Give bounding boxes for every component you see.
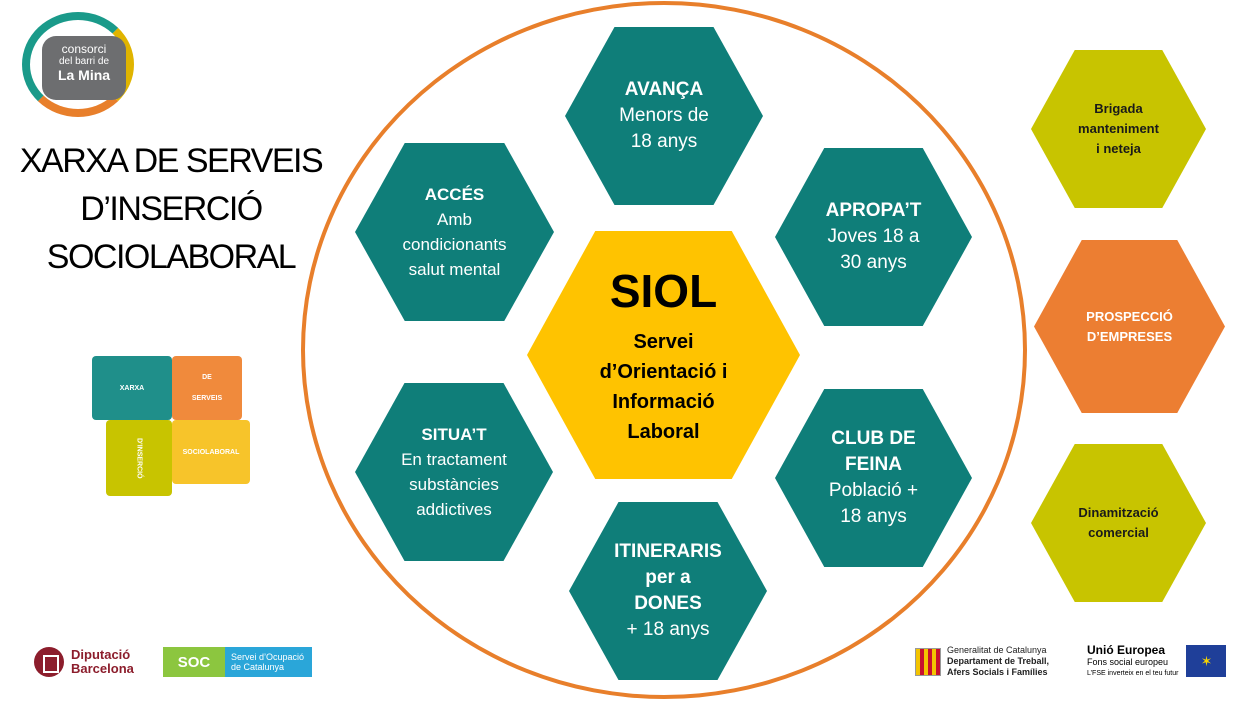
page-title: XARXA DE SERVEIS D’INSERCIÓ SOCIOLABORAL bbox=[6, 137, 336, 281]
club-title-1: CLUB DE bbox=[831, 428, 916, 449]
consorci-logo-box: consorci del barri de La Mina bbox=[42, 36, 126, 100]
generalitat-emblem-icon bbox=[915, 647, 941, 676]
puzzle-label-sociolaboral: SOCIOLABORAL bbox=[182, 448, 240, 456]
itineraris-title-1: ITINERARIS bbox=[614, 541, 722, 562]
puzzle-illustration: XARXA DE SERVEIS D'INSERCIÓ SOCIOLABORAL bbox=[88, 352, 254, 498]
eu-line-1: Unió Europea bbox=[1087, 643, 1166, 657]
eu-line-3: L’FSE inverteix en el teu futur bbox=[1087, 670, 1179, 677]
club-line-2: 18 anys bbox=[840, 506, 907, 527]
soc-logo: SOC Servei d’Ocupació de Catalunya bbox=[163, 647, 313, 677]
apropat-title: APROPA’T bbox=[825, 200, 922, 221]
siol-title: SIOL bbox=[609, 265, 718, 317]
situat-line-3: addictives bbox=[416, 500, 492, 519]
puzzle-label-insercio: D'INSERCIÓ bbox=[135, 437, 143, 479]
soc-line-1: Servei d’Ocupació bbox=[231, 652, 305, 662]
hex-dinamitzacio: Dinamització comercial bbox=[1031, 444, 1206, 602]
diputacio-logo: Diputació Barcelona bbox=[34, 647, 134, 677]
siol-line-1: Servei bbox=[633, 331, 694, 353]
generalitat-logo: Generalitat de Catalunya Departament de … bbox=[915, 645, 1049, 678]
soc-box: SOC Servei d’Ocupació de Catalunya bbox=[163, 647, 313, 677]
diputacio-line-2: Barcelona bbox=[71, 661, 134, 676]
apropat-line-2: 30 anys bbox=[840, 252, 907, 273]
eu-text: Unió Europea Fons social europeu L’FSE i… bbox=[1087, 643, 1178, 679]
title-line-3: SOCIOLABORAL bbox=[46, 238, 297, 276]
logo-line-3: La Mina bbox=[57, 67, 111, 83]
apropat-line-1: Joves 18 a bbox=[827, 226, 920, 247]
puzzle-piece-xarxa: XARXA bbox=[92, 356, 172, 420]
puzzle-label-de: DE bbox=[202, 374, 212, 381]
club-title-2: FEINA bbox=[845, 454, 902, 475]
logo-line-1: consorci bbox=[61, 42, 107, 56]
puzzle-piece-sociolaboral: SOCIOLABORAL bbox=[172, 420, 250, 484]
eu-logo: Unió Europea Fons social europeu L’FSE i… bbox=[1087, 643, 1227, 679]
title-line-2: D’INSERCIÓ bbox=[80, 190, 263, 228]
eu-line-2: Fons social europeu bbox=[1087, 657, 1169, 667]
title-line-1: XARXA DE SERVEIS bbox=[19, 142, 324, 180]
dinamitzacio-line-1: Dinamització bbox=[1078, 505, 1159, 520]
itineraris-line-1: + 18 anys bbox=[626, 619, 710, 640]
acces-line-1: Amb bbox=[437, 210, 472, 229]
avanca-line-1: Menors de bbox=[619, 105, 709, 126]
siol-line-4: Laboral bbox=[627, 421, 700, 443]
prospeccio-line-1: PROSPECCIÓ bbox=[1086, 308, 1173, 324]
itineraris-title-3: DONES bbox=[634, 593, 702, 614]
puzzle-piece-serveis: DE SERVEIS bbox=[172, 356, 242, 420]
generalitat-line-3: Afers Socials i Famílies bbox=[947, 667, 1048, 677]
diputacio-text: Diputació Barcelona bbox=[71, 648, 134, 676]
hex-siol: SIOL Servei d’Orientació i Informació La… bbox=[527, 231, 800, 479]
prospeccio-line-2: D’EMPRESES bbox=[1086, 328, 1173, 344]
diputacio-emblem-icon bbox=[34, 647, 64, 677]
siol-line-2: d’Orientació i bbox=[599, 361, 728, 383]
consorci-logo: consorci del barri de La Mina bbox=[22, 12, 134, 117]
soc-line-2: de Catalunya bbox=[231, 662, 285, 672]
brigada-line-2: manteniment bbox=[1078, 121, 1159, 136]
puzzle-piece-insercio: D'INSERCIÓ bbox=[106, 420, 172, 496]
hex-brigada: Brigada manteniment i neteja bbox=[1031, 50, 1206, 208]
club-line-1: Població + bbox=[828, 480, 919, 501]
situat-line-2: substàncies bbox=[409, 475, 499, 494]
puzzle-label-serveis: SERVEIS bbox=[191, 395, 223, 402]
generalitat-line-2: Departament de Treball, bbox=[947, 656, 1050, 666]
soc-short: SOC bbox=[163, 647, 225, 677]
soc-text: Servei d’Ocupació de Catalunya bbox=[225, 652, 312, 672]
puzzle-label-xarxa: XARXA bbox=[119, 384, 145, 392]
network-circle bbox=[301, 1, 1027, 699]
dinamitzacio-line-2: comercial bbox=[1088, 525, 1149, 540]
acces-title: ACCÉS bbox=[424, 185, 485, 204]
brigada-line-1: Brigada bbox=[1094, 101, 1143, 116]
siol-line-3: Informació bbox=[612, 391, 715, 413]
hex-avanca: AVANÇA Menors de 18 anys bbox=[565, 27, 763, 205]
itineraris-title-2: per a bbox=[645, 567, 691, 588]
situat-title: SITUA’T bbox=[421, 425, 487, 444]
acces-line-2: condicionants bbox=[402, 235, 507, 254]
brigada-line-3: i neteja bbox=[1096, 141, 1141, 156]
avanca-line-2: 18 anys bbox=[630, 131, 698, 152]
avanca-title: AVANÇA bbox=[624, 79, 704, 100]
diputacio-line-1: Diputació bbox=[71, 647, 131, 662]
generalitat-line-1: Generalitat de Catalunya bbox=[947, 645, 1047, 655]
eu-flag-icon: ✶ bbox=[1186, 645, 1227, 677]
acces-line-3: salut mental bbox=[408, 260, 501, 279]
logo-line-2: del barri de bbox=[58, 56, 110, 67]
hex-itineraris: ITINERARIS per a DONES + 18 anys bbox=[569, 502, 767, 680]
situat-line-1: En tractament bbox=[401, 450, 507, 469]
hex-prospeccio: PROSPECCIÓ D’EMPRESES bbox=[1034, 240, 1225, 413]
generalitat-text: Generalitat de Catalunya Departament de … bbox=[947, 645, 1049, 678]
